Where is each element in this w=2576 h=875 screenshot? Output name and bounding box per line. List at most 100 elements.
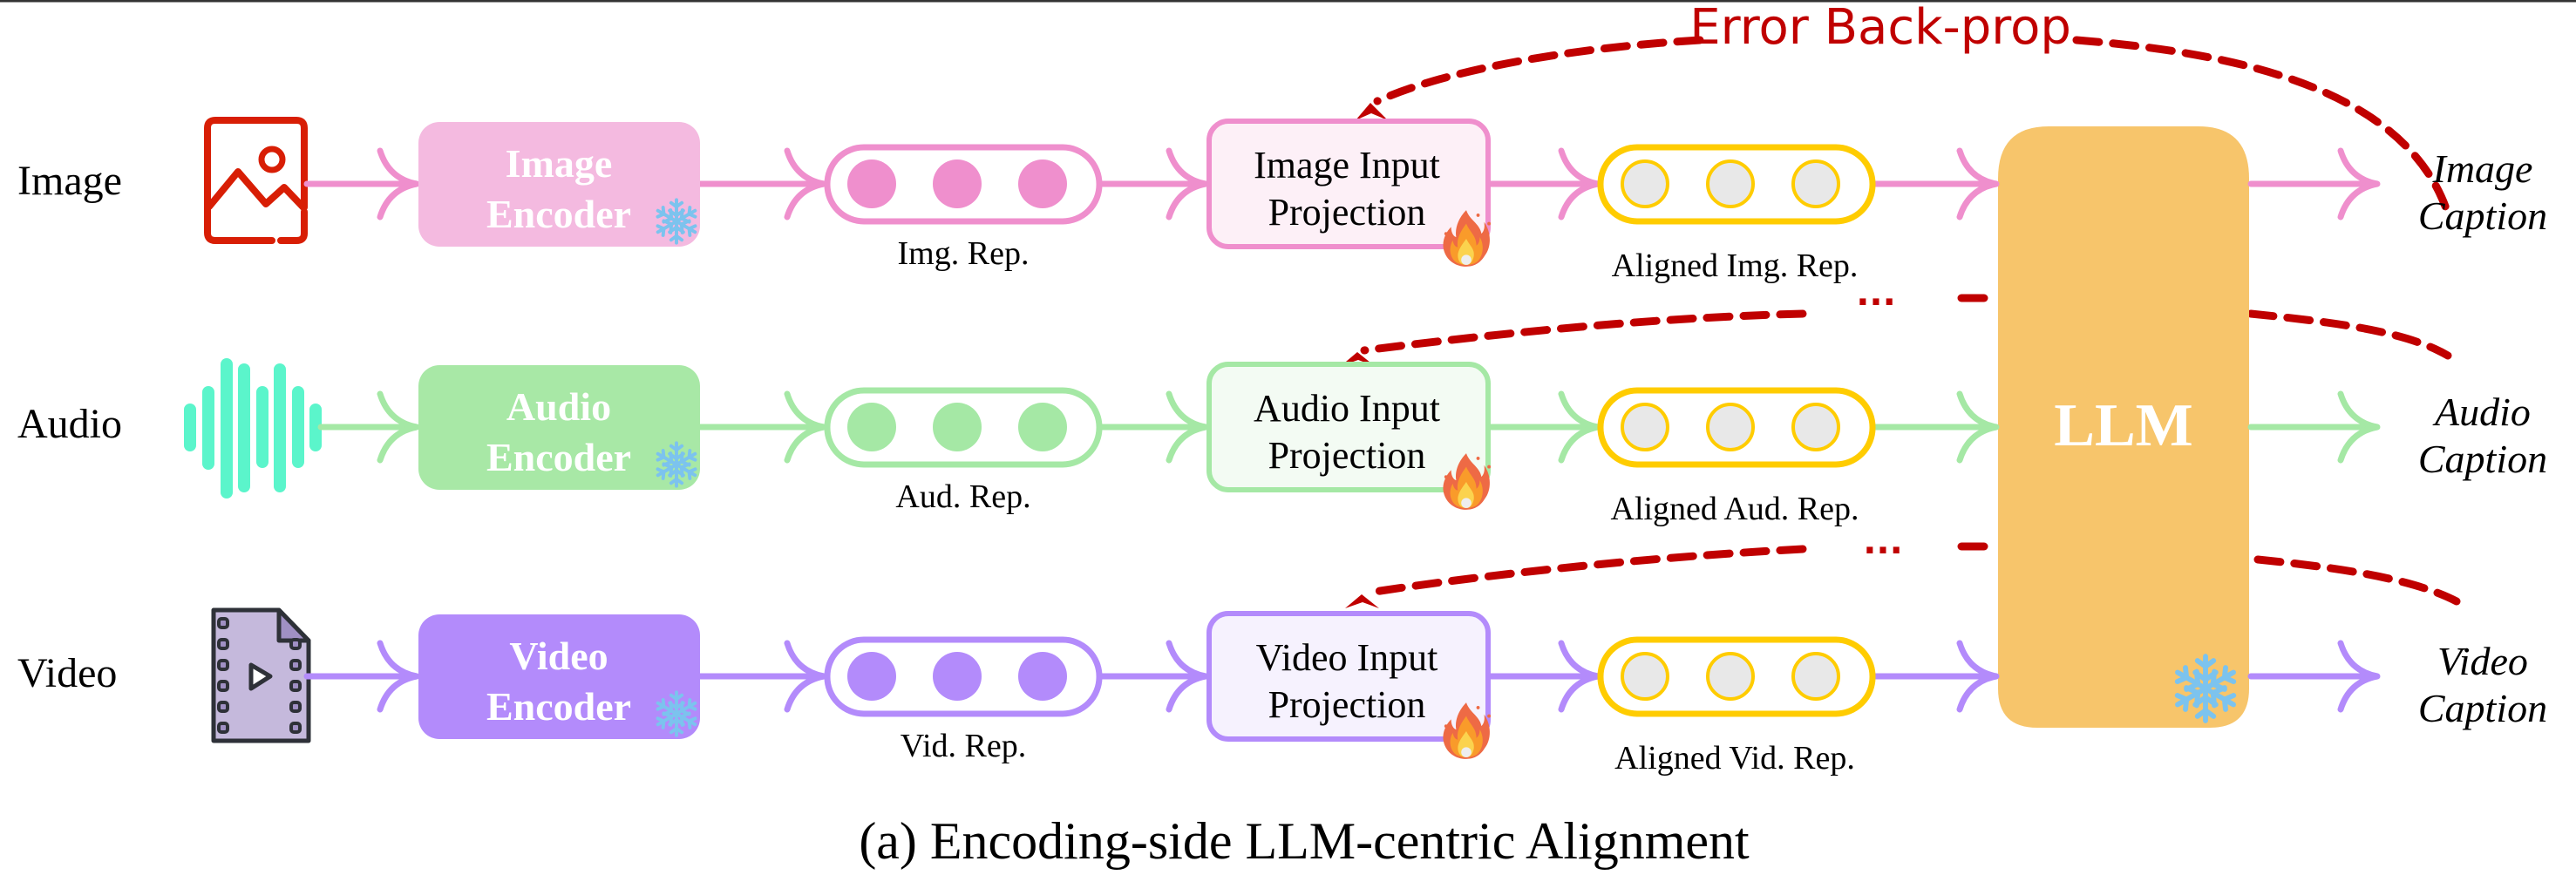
token-dot [847,159,896,208]
audio-aligned-label: Aligned Aud. Rep. [1611,491,1859,527]
video-projection-label-line1: Video Input [1256,636,1438,679]
audio-representation: Aud. Rep. [824,387,1103,515]
aligned-token-dot [1791,159,1840,208]
video-output-line1: Video [2437,639,2528,683]
image-icon [204,117,308,244]
ellipsis-audio: ... [1856,274,1896,314]
image-representation: Img. Rep. [824,144,1103,272]
image-encoder-label-line2: Encoder [486,192,631,236]
arrow-aligned-video [1870,640,2000,713]
aligned-token-dot [1791,403,1840,451]
token-dot [933,159,982,208]
backprop-paths [1360,36,2461,606]
token-dot [933,403,982,451]
token-dot [1018,403,1067,451]
audio-aligned-representation: Aligned Aud. Rep. [1597,387,1876,527]
ellipsis-video: ... [1863,522,1903,562]
aligned-token-dot [1621,159,1669,208]
arrow-projection-video [1485,640,1601,713]
arrow-aligned-audio [1870,390,2000,464]
arrow-encoder-image [697,147,827,220]
arrow-input-video [303,640,420,713]
backprop-curve-video-right [2253,555,2461,606]
backprop-curve-audio-right [2246,309,2452,360]
video-aligned-representation: Aligned Vid. Rep. [1597,636,1876,777]
figure-caption: (a) Encoding-side LLM-centric Alignment [859,812,1750,870]
token-dot [847,403,896,451]
aligned-token-dot [1791,652,1840,701]
error-backprop-label: Error Back-prop. [1689,0,2086,56]
llm-label: LLM [2054,392,2192,459]
audio-projection-label-line1: Audio Input [1254,387,1440,430]
backprop-curve-image-right [2072,36,2452,218]
video-projection-label-line2: Projection [1268,683,1426,726]
arrow-output-image [2247,147,2381,220]
video-aligned-label: Aligned Vid. Rep. [1614,740,1855,777]
image-projection-label-line1: Image Input [1254,144,1440,187]
image-output-line2: Caption [2418,193,2547,238]
arrow-input-audio [317,390,420,464]
aligned-token-dot [1706,403,1755,451]
arrow-input-image [303,147,420,220]
arrow-output-video [2247,640,2381,713]
video-representation: Vid. Rep. [824,636,1103,764]
backprop-curve-audio-left [1360,309,1807,355]
audio-output-line1: Audio [2432,390,2531,434]
token-dot [1018,652,1067,701]
llm-block: LLM [1998,126,2249,728]
audio-rep-label: Aud. Rep. [895,478,1030,515]
backprop-curve-video-left [1364,545,1807,597]
audio-projection-label-line2: Projection [1268,434,1426,477]
arrow-aligned-image [1870,147,2000,220]
video-encoder-label-line2: Encoder [486,684,631,729]
arrow-projection-audio [1485,390,1601,464]
audio-encoder-label-line1: Audio [506,384,611,429]
arrow-output-audio [2247,390,2381,464]
image-aligned-label: Aligned Img. Rep. [1612,248,1859,284]
arrow-projection-image [1485,147,1601,220]
backprop-arrowhead-image [1356,103,1388,120]
aligned-token-dot [1621,403,1669,451]
arrow-rep-audio [1098,390,1209,464]
image-output-line1: Image [2432,146,2533,191]
audio-output-line2: Caption [2418,437,2547,481]
backprop-arrowhead-video [1345,594,1379,608]
modality-label-image: Image [17,158,122,204]
audio-encoder-label-line2: Encoder [486,435,631,479]
arrow-encoder-audio [697,390,827,464]
token-dot [1018,159,1067,208]
video-file-icon [211,607,311,743]
video-encoder-label-line1: Video [509,634,608,678]
arrow-rep-video [1098,640,1209,713]
backprop-curve-image-left [1373,36,1704,105]
modality-label-audio: Audio [17,401,122,447]
video-rep-label: Vid. Rep. [901,728,1026,764]
image-rep-label: Img. Rep. [898,235,1030,272]
token-dot [847,652,896,701]
arrow-encoder-video [697,640,827,713]
image-encoder-label-line1: Image [506,141,613,186]
aligned-token-dot [1621,652,1669,701]
image-projection-label-line2: Projection [1268,191,1426,234]
modality-label-video: Video [17,650,117,696]
arrow-rep-image [1098,147,1209,220]
aligned-token-dot [1706,159,1755,208]
aligned-token-dot [1706,652,1755,701]
video-output-line2: Caption [2418,686,2547,730]
image-aligned-representation: Aligned Img. Rep. [1597,144,1876,284]
llm-box [1998,126,2249,728]
